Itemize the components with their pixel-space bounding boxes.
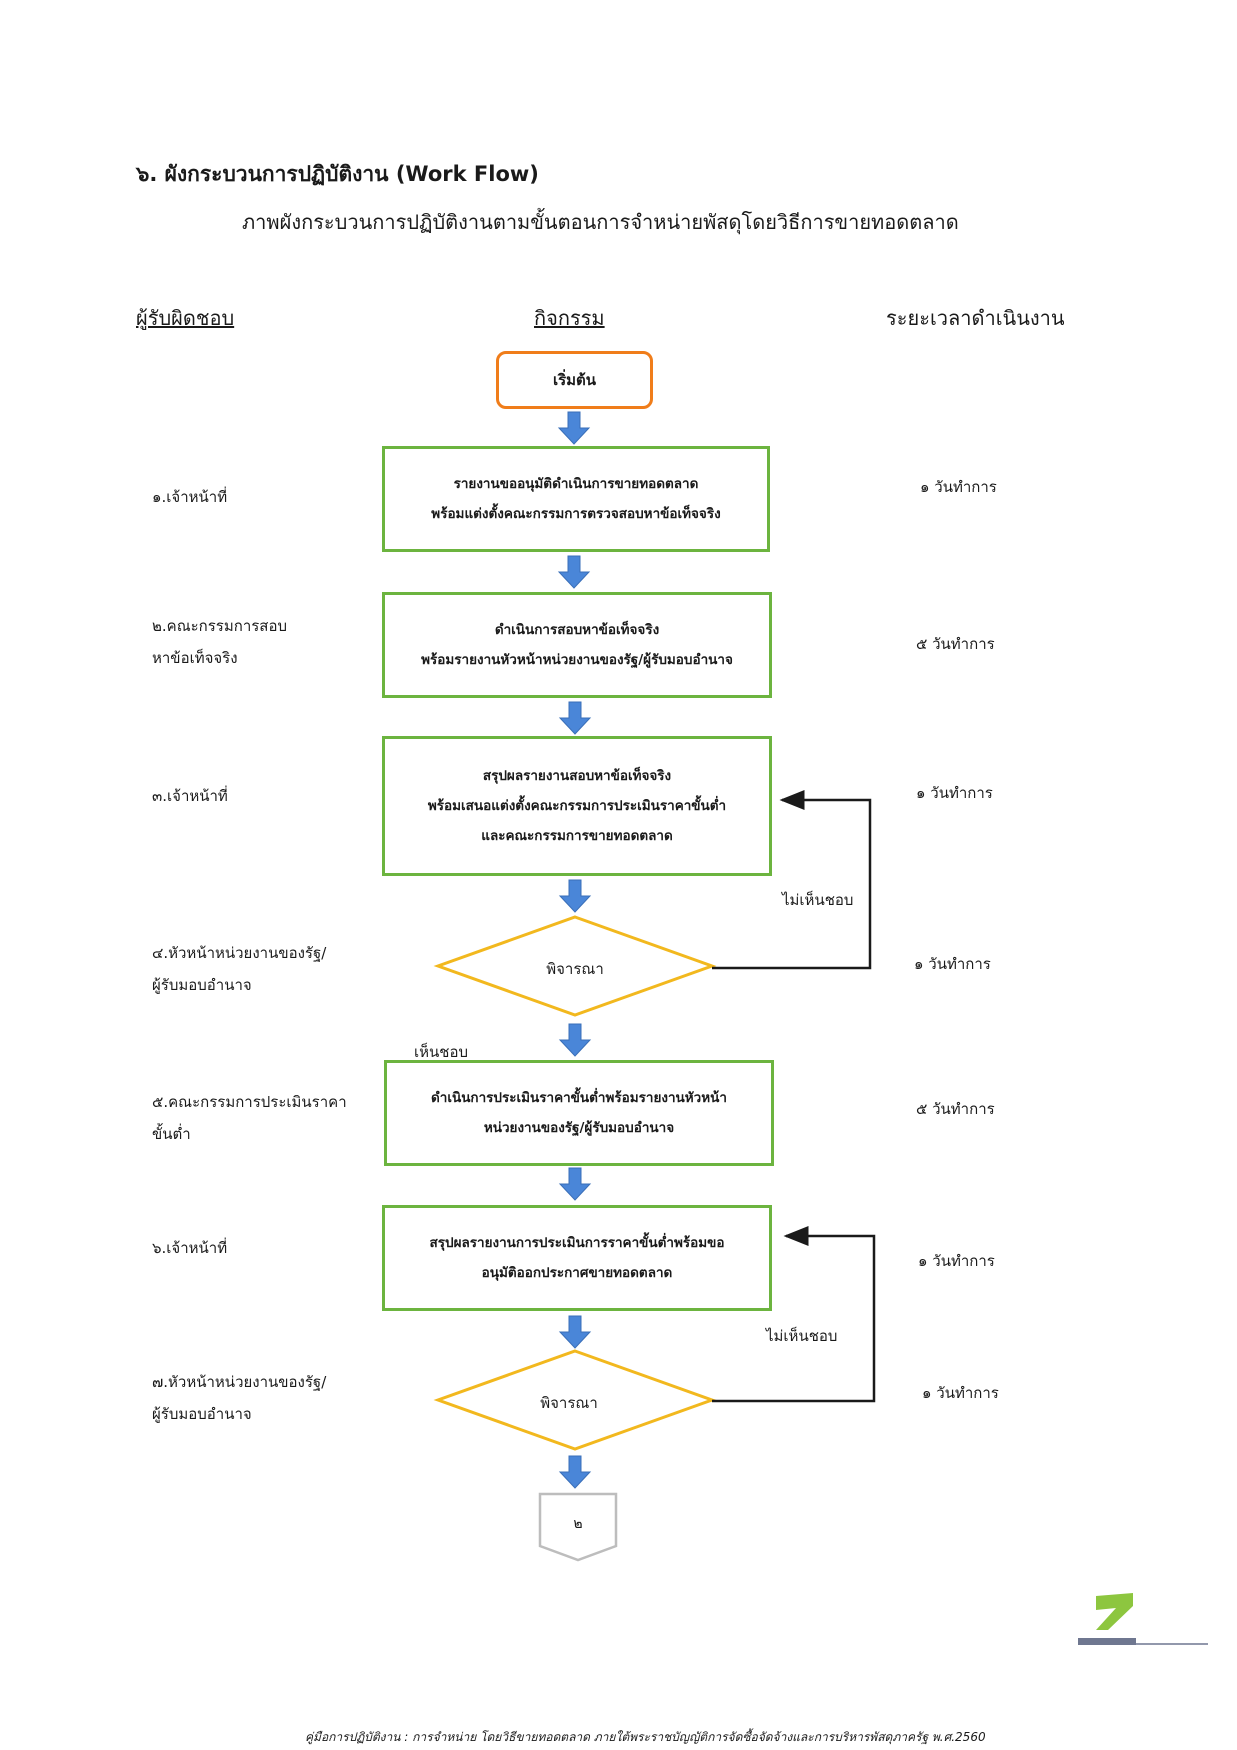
process-box-5: ดำเนินการประเมินราคาขั้นต่ำพร้อมรายงานหั…	[384, 1060, 774, 1166]
down-arrow-2	[557, 555, 591, 589]
duration-step-7: ๑ วันทำการ	[922, 1384, 999, 1402]
responsible-step-3: ๓.เจ้าหน้าที่	[152, 787, 228, 805]
page-mark-logo	[1096, 1593, 1133, 1630]
connector-label: ๒	[573, 1516, 583, 1532]
duration-step-1: ๑ วันทำการ	[920, 478, 997, 496]
responsible-step-2: ๒.คณะกรรมการสอบ หาข้อเท็จจริง	[152, 617, 287, 667]
loop-back-line-1	[712, 790, 872, 970]
responsible-step-5: ๕.คณะกรรมการประเมินราคา ขั้นต่ำ	[152, 1093, 347, 1143]
duration-step-6: ๑ วันทำการ	[918, 1252, 995, 1270]
duration-step-4: ๑ วันทำการ	[914, 955, 991, 973]
offpage-connector	[538, 1492, 618, 1562]
down-arrow-4	[558, 879, 592, 913]
column-header-duration: ระยะเวลาดำเนินงาน	[886, 306, 1065, 330]
duration-step-2: ๕ วันทำการ	[916, 635, 995, 653]
not-approved-label-1: ไม่เห็นชอบ	[782, 891, 854, 909]
responsible-step-4: ๔.หัวหน้าหน่วยงานของรัฐ/ ผู้รับมอบอำนาจ	[152, 944, 327, 994]
section-heading: ๖. ผังกระบวนการปฏิบัติงาน (Work Flow)	[136, 162, 539, 186]
responsible-step-7: ๗.หัวหน้าหน่วยงานของรัฐ/ ผู้รับมอบอำนาจ	[152, 1373, 327, 1423]
process-text-5: ดำเนินการประเมินราคาขั้นต่ำพร้อมรายงานหั…	[431, 1090, 727, 1136]
process-text-2: ดำเนินการสอบหาข้อเท็จจริง พร้อมรายงานหัว…	[421, 622, 733, 668]
start-terminal: เริ่มต้น	[496, 351, 653, 409]
down-arrow-6	[558, 1167, 592, 1201]
figure-caption: ภาพผังกระบวนการปฏิบัติงานตามขั้นตอนการจำ…	[242, 210, 959, 234]
down-arrow-5	[558, 1023, 592, 1057]
process-box-1: รายงานขออนุมัติดำเนินการขายทอดตลาด พร้อม…	[382, 446, 770, 552]
decision-diamond-1	[433, 915, 717, 1017]
loop-back-line-2	[712, 1226, 876, 1403]
duration-step-5: ๕ วันทำการ	[916, 1100, 995, 1118]
approved-label: เห็นชอบ	[414, 1043, 468, 1061]
not-approved-label-2: ไม่เห็นชอบ	[766, 1327, 838, 1345]
page-footer: คู่มือการปฏิบัติงาน : การจำหน่าย โดยวิธี…	[305, 1730, 986, 1744]
decision-label-2: พิจารณา	[540, 1394, 598, 1412]
process-box-2: ดำเนินการสอบหาข้อเท็จจริง พร้อมรายงานหัว…	[382, 592, 772, 698]
duration-step-3: ๑ วันทำการ	[916, 784, 993, 802]
down-arrow-8	[558, 1455, 592, 1489]
page-mark-bar	[1078, 1638, 1136, 1645]
process-text-6: สรุปผลรายงานการประเมินการราคาขั้นต่ำพร้อ…	[429, 1235, 725, 1281]
responsible-step-6: ๖.เจ้าหน้าที่	[152, 1239, 228, 1257]
process-box-6: สรุปผลรายงานการประเมินการราคาขั้นต่ำพร้อ…	[382, 1205, 772, 1311]
process-text-3: สรุปผลรายงานสอบหาข้อเท็จจริง พร้อมเสนอแต…	[427, 768, 727, 844]
decision-label-1: พิจารณา	[546, 960, 604, 978]
down-arrow-3	[558, 701, 592, 735]
decision-diamond-2	[433, 1349, 717, 1451]
down-arrow-1	[557, 411, 591, 445]
down-arrow-7	[558, 1315, 592, 1349]
column-header-activity: กิจกรรม	[534, 306, 605, 330]
process-box-3: สรุปผลรายงานสอบหาข้อเท็จจริง พร้อมเสนอแต…	[382, 736, 772, 876]
responsible-step-1: ๑.เจ้าหน้าที่	[152, 488, 228, 506]
process-text-1: รายงานขออนุมัติดำเนินการขายทอดตลาด พร้อม…	[431, 476, 721, 522]
column-header-responsible: ผู้รับผิดชอบ	[136, 306, 235, 330]
